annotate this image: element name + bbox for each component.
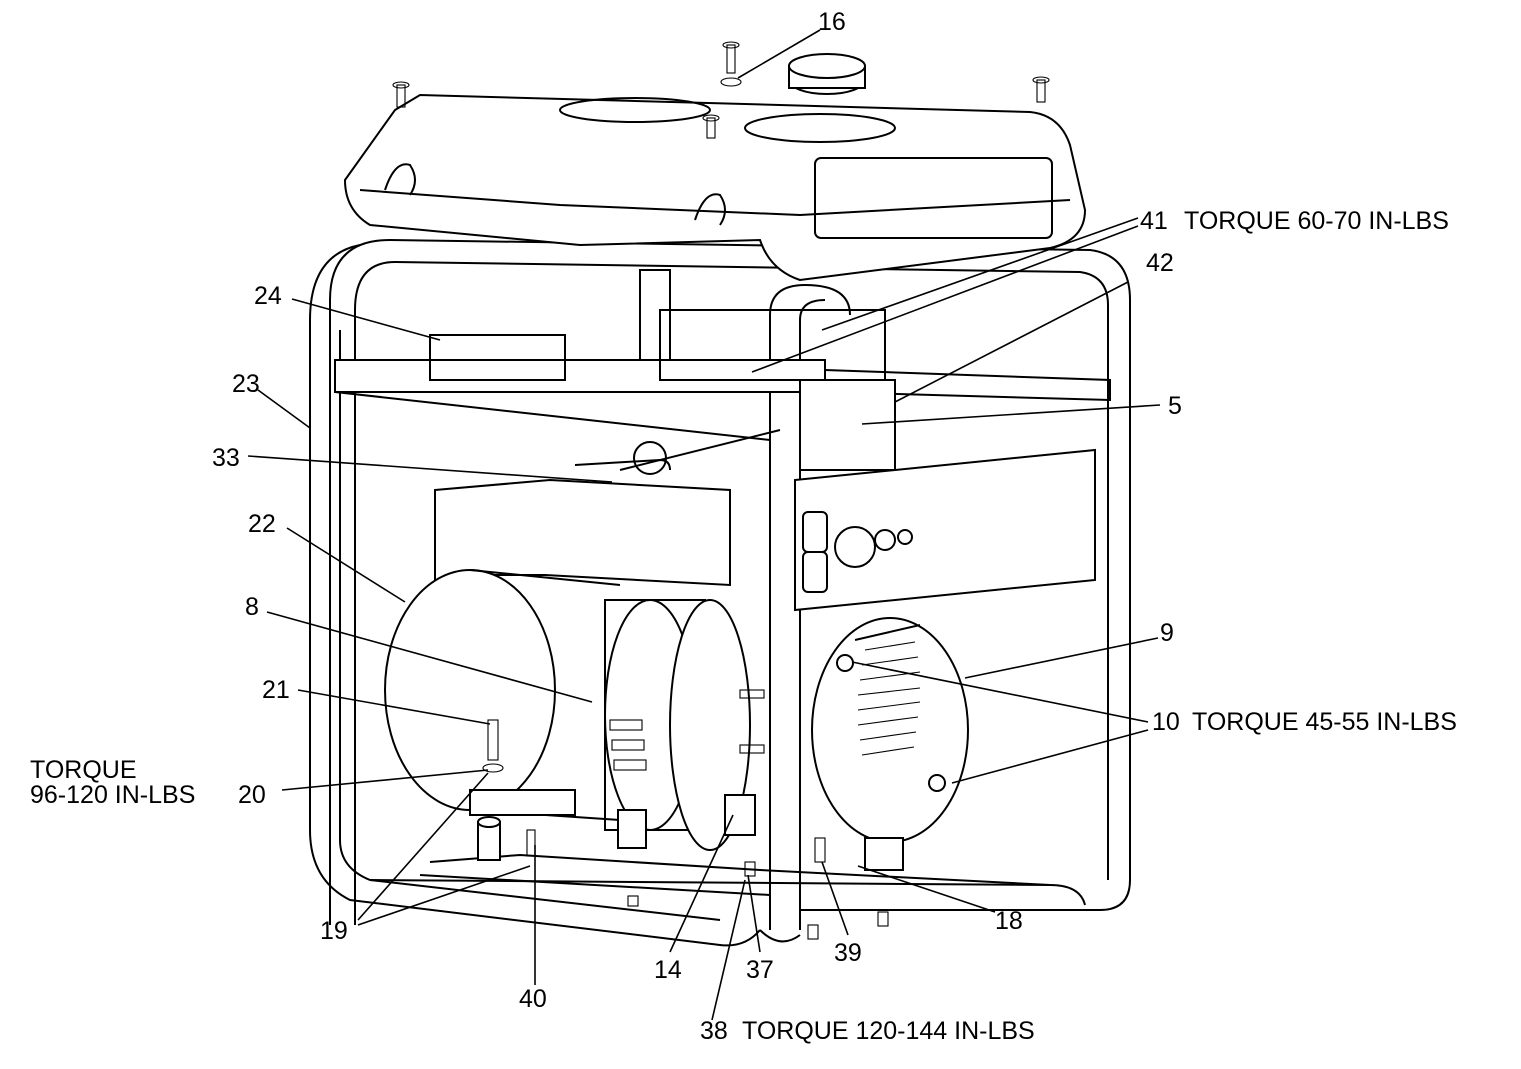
torque-10: TORQUE 45-55 IN-LBS [1192,708,1457,736]
control-panel [794,448,1096,612]
leader-22 [286,527,406,603]
leader-39 [821,861,849,936]
leader-9 [964,637,1159,679]
torque-41: TORQUE 60-70 IN-LBS [1184,207,1449,235]
callout-37: 37 [746,956,774,984]
callout-10: 10 [1152,708,1180,736]
leader-42 [894,281,1129,403]
callout-41: 41 [1140,207,1168,235]
callout-8: 8 [245,593,259,621]
fan-cover [811,617,969,843]
leader-21 [297,689,491,725]
engine-cradle [334,269,1111,471]
callout-42: 42 [1146,249,1174,277]
callout-20: 20 [238,781,266,809]
callout-16: 16 [818,8,846,36]
leader-14 [669,814,734,953]
leader-16 [737,29,821,79]
callout-5: 5 [1168,392,1182,420]
leader-19b [357,865,531,926]
callout-33: 33 [212,444,240,472]
callout-40: 40 [519,985,547,1013]
callout-14: 14 [654,956,682,984]
leader-38 [711,879,746,1021]
callout-labels: 16 41 TORQUE 60-70 IN-LBS 42 24 23 5 33 … [30,8,1457,1045]
callout-22: 22 [248,510,276,538]
callout-23: 23 [232,370,260,398]
leader-33 [247,455,613,483]
callout-19: 19 [320,917,348,945]
fuel-tank [343,41,1087,282]
leader-5 [861,404,1161,425]
leader-18 [857,865,996,913]
leader-37 [747,874,761,953]
leader-23 [257,389,311,429]
callout-21: 21 [262,676,290,704]
leader-41a [821,217,1139,331]
tube-frame [309,238,1131,947]
callout-38: 38 [700,1017,728,1045]
leader-10b [951,729,1149,784]
leader-19a [357,772,489,921]
torque-20-line2: 96-120 IN-LBS [30,781,195,809]
leader-lines [247,29,1161,1021]
alternator [384,569,765,851]
leader-10a [851,661,1149,723]
torque-38: TORQUE 120-144 IN-LBS [742,1017,1035,1045]
torque-20-line1: TORQUE [30,756,137,784]
callout-9: 9 [1160,619,1174,647]
callout-24: 24 [254,282,282,310]
leader-8 [266,611,593,703]
base-plate [419,719,1051,940]
leader-24 [291,298,441,341]
leader-41b [751,225,1139,373]
callout-18: 18 [995,907,1023,935]
callout-39: 39 [834,939,862,967]
leader-20 [281,769,489,791]
